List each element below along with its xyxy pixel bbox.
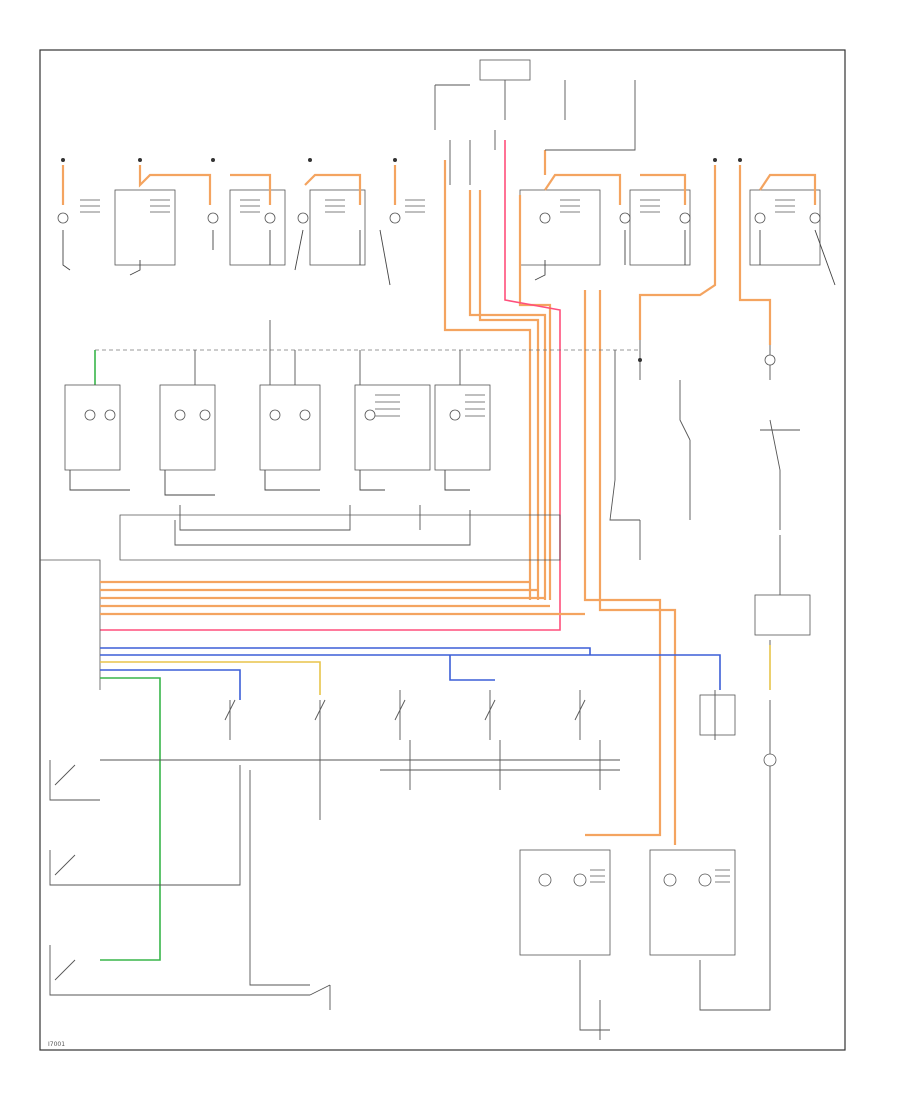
orange-trunks	[443, 160, 677, 845]
bottom-right-lamps	[519, 640, 777, 1040]
door-switch-row	[49, 690, 736, 996]
top-row-lamps	[57, 158, 821, 266]
top-center-splice	[434, 59, 636, 185]
orange-feed-wires-top	[61, 150, 817, 345]
ground-wires-top	[62, 229, 836, 286]
footer-code: I7001	[48, 1041, 65, 1048]
second-row-lamps	[64, 320, 640, 496]
grey-bus-wires	[119, 505, 561, 561]
left-connector-strip	[40, 559, 721, 961]
pink-wire	[100, 140, 561, 631]
right-middle-switches	[609, 340, 811, 636]
bottom-ground-return	[100, 770, 331, 1010]
callout-marks	[80, 199, 795, 883]
diagram-frame	[39, 49, 846, 1051]
